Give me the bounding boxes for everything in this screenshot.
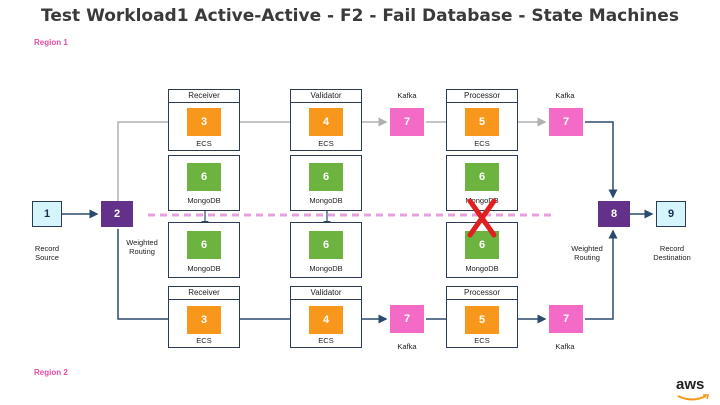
record-source-label-line2: Source [35, 253, 59, 262]
record-destination-label-line2: Destination [653, 253, 691, 262]
validator-db-panel-r1: 6 MongoDB [290, 155, 362, 211]
receiver-db-panel-r2: 6 MongoDB [168, 222, 240, 278]
validator-mongodb-label-r2: MongoDB [309, 264, 343, 273]
validator-mongodb-label-r1: MongoDB [309, 196, 343, 205]
validator-ecs-r2: 4 [309, 306, 343, 334]
validator-mongodb-r2: 6 [309, 231, 343, 259]
edge-kafka-router-out-r2 [585, 229, 618, 320]
kafka-r1b: 7 [549, 108, 583, 136]
receiver-panel-r2: Receiver 3 ECS [168, 286, 240, 348]
weighted-routing-in-label-line1: Weighted [126, 238, 158, 247]
receiver-mongodb-r1: 6 [187, 163, 221, 191]
weighted-routing-out-label-line1: Weighted [571, 244, 603, 253]
processor-mongodb-label-r1: MongoDB [465, 196, 499, 205]
processor-panel-r2-title: Processor [447, 287, 517, 300]
processor-panel-r2: Processor 5 ECS [446, 286, 518, 348]
weighted-routing-in-node: 2 [101, 201, 133, 227]
edge-router-receiver-r2 [117, 229, 185, 324]
kafka-label-r2b: Kafka [555, 342, 575, 351]
region-2-label: Region 2 [34, 368, 68, 377]
validator-db-panel-r2: 6 MongoDB [290, 222, 362, 278]
record-destination-label: Record Destination [645, 244, 699, 262]
processor-mongodb-label-r2: MongoDB [465, 264, 499, 273]
validator-panel-r1-title: Validator [291, 90, 361, 103]
processor-panel-r1: Processor 5 ECS [446, 89, 518, 151]
kafka-r1a: 7 [390, 108, 424, 136]
kafka-label-r2a: Kafka [397, 342, 417, 351]
receiver-mongodb-r2: 6 [187, 231, 221, 259]
processor-mongodb-r1: 6 [465, 163, 499, 191]
page-title: Test Workload1 Active-Active - F2 - Fail… [41, 6, 679, 26]
kafka-label-r1a: Kafka [397, 91, 417, 100]
weighted-routing-out-label: Weighted Routing [560, 244, 614, 262]
receiver-mongodb-label-r2: MongoDB [187, 264, 221, 273]
record-source-label: Record Source [22, 244, 72, 262]
weighted-routing-in-label-line2: Routing [129, 247, 155, 256]
validator-mongodb-r1: 6 [309, 163, 343, 191]
weighted-routing-out-label-line2: Routing [574, 253, 600, 262]
edge-router-receiver-r1 [117, 117, 185, 201]
failure-x-icon [467, 198, 497, 238]
record-destination-label-line1: Record [659, 244, 685, 253]
aws-smile-icon [677, 394, 710, 401]
weighted-routing-out-node: 8 [598, 201, 630, 227]
validator-ecs-label-r1: ECS [318, 139, 334, 148]
record-source-label-line1: Record [34, 244, 60, 253]
receiver-panel-r1-title: Receiver [169, 90, 239, 103]
weighted-routing-in-label: Weighted Routing [115, 238, 169, 256]
processor-panel-r1-title: Processor [447, 90, 517, 103]
record-destination-node: 9 [656, 201, 686, 227]
validator-panel-r2: Validator 4 ECS [290, 286, 362, 348]
receiver-ecs-label-r2: ECS [196, 336, 212, 345]
processor-ecs-r1: 5 [465, 108, 499, 136]
validator-panel-r2-title: Validator [291, 287, 361, 300]
processor-ecs-label-r2: ECS [474, 336, 490, 345]
receiver-ecs-label-r1: ECS [196, 139, 212, 148]
kafka-r2a: 7 [390, 305, 424, 333]
processor-ecs-r2: 5 [465, 306, 499, 334]
kafka-r2b: 7 [549, 305, 583, 333]
aws-logo: aws [676, 376, 705, 393]
receiver-ecs-r1: 3 [187, 108, 221, 136]
record-source-node: 1 [32, 201, 62, 227]
processor-db-panel-r1: 6 MongoDB [446, 155, 518, 211]
receiver-mongodb-label-r1: MongoDB [187, 196, 221, 205]
edge-kafka-router-out-r1 [585, 121, 618, 199]
validator-ecs-label-r2: ECS [318, 336, 334, 345]
processor-ecs-label-r1: ECS [474, 139, 490, 148]
region-1-label: Region 1 [34, 38, 68, 47]
receiver-db-panel-r1: 6 MongoDB [168, 155, 240, 211]
kafka-label-r1b: Kafka [555, 91, 575, 100]
receiver-panel-r2-title: Receiver [169, 287, 239, 300]
validator-ecs-r1: 4 [309, 108, 343, 136]
receiver-panel-r1: Receiver 3 ECS [168, 89, 240, 151]
receiver-ecs-r2: 3 [187, 306, 221, 334]
validator-panel-r1: Validator 4 ECS [290, 89, 362, 151]
